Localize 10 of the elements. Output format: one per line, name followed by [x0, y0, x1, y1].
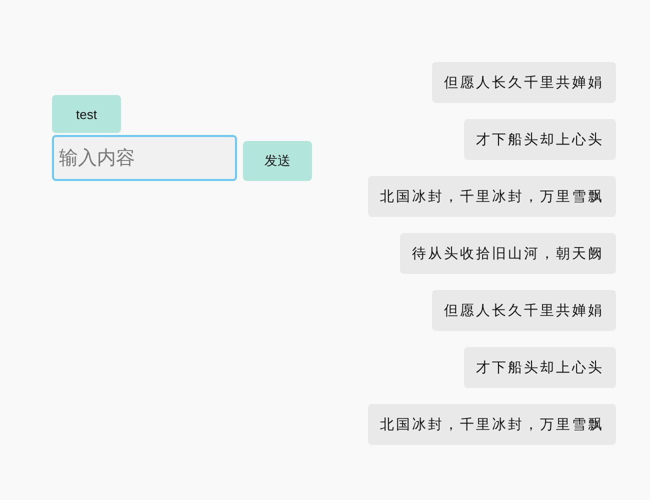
- message-bubble: 才下船头却上心头: [464, 347, 616, 388]
- message-bubble: 北国冰封，千里冰封，万里雪飘: [368, 176, 616, 217]
- input-field: 输入内容: [52, 135, 237, 181]
- button: 发送: [243, 141, 312, 181]
- button: test: [52, 95, 121, 133]
- message-bubble: 待从头收拾旧山河，朝天阙: [400, 233, 616, 274]
- message-bubble: 但愿人长久千里共婵娟: [432, 62, 616, 103]
- message-bubble: 才下船头却上心头: [464, 119, 616, 160]
- message-bubble: 北国冰封，千里冰封，万里雪飘: [368, 404, 616, 445]
- message-bubble: 但愿人长久千里共婵娟: [432, 290, 616, 331]
